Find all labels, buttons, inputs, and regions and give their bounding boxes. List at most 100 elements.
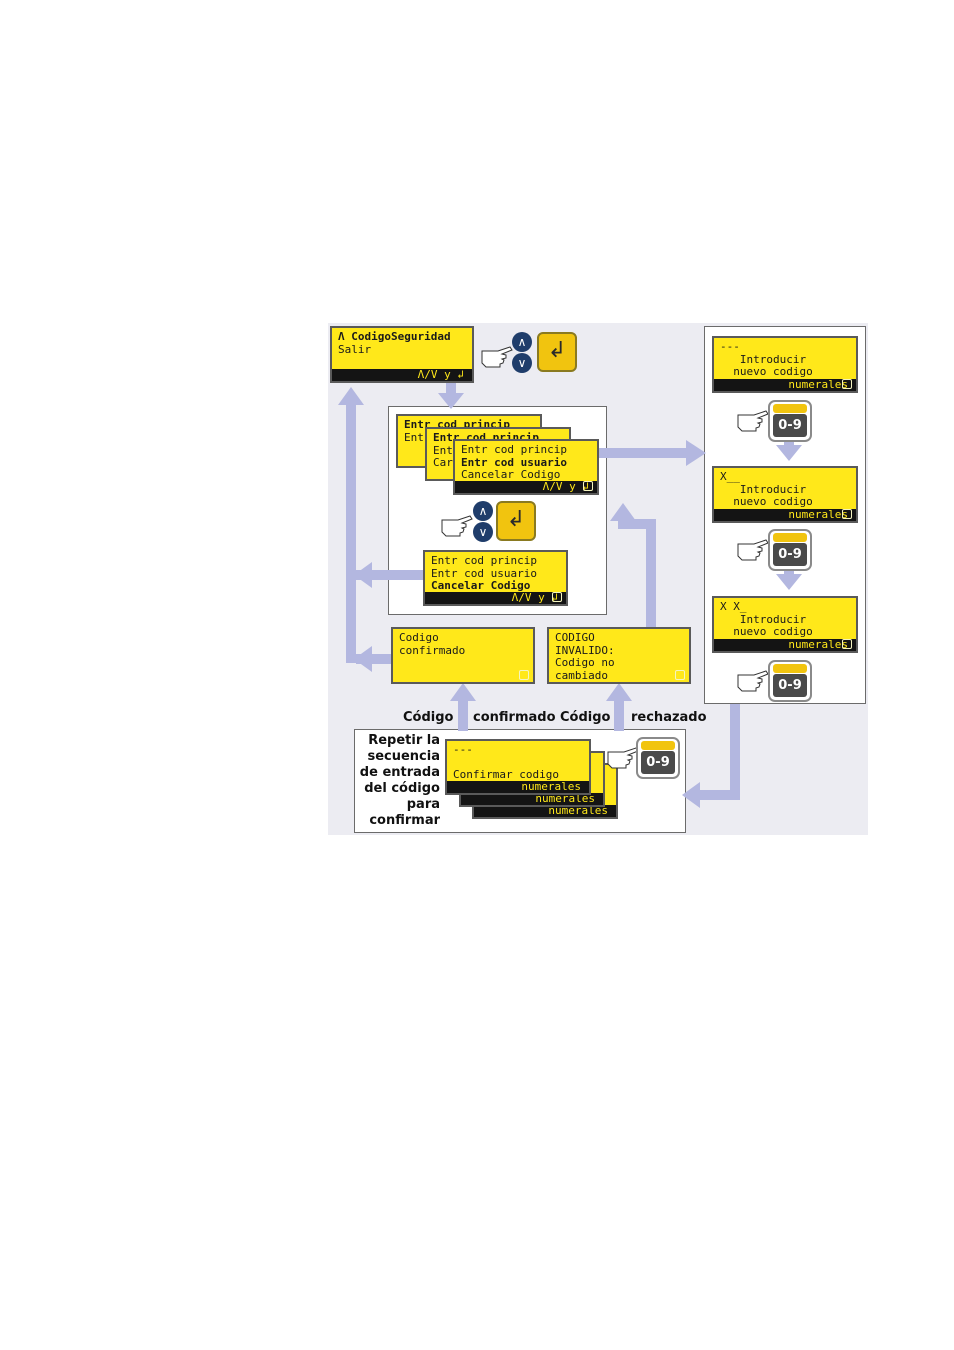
arrow-confirmed-up — [458, 699, 468, 731]
lcd-confirm-code: --- Confirmar codigo numerales — [445, 739, 591, 795]
arrow-to-left-from-cancel — [356, 570, 424, 580]
lcd-line: nuevo codigo — [720, 495, 813, 508]
lcd-corner-mark — [519, 670, 529, 680]
lcd-hint-bar: Λ/V y ↲ — [455, 481, 597, 493]
lcd-line: Car — [433, 456, 453, 469]
arrow-to-left-from-confirmed — [356, 654, 392, 664]
hand-pointer-icon — [441, 515, 473, 537]
numeric-key[interactable]: 0-9 — [768, 529, 812, 571]
numeric-key-label: 0-9 — [641, 751, 675, 774]
lcd-cancel-selected: Entr cod princip Entr cod usuario Cancel… — [423, 550, 568, 606]
arrowhead-left-confirmed — [354, 646, 372, 672]
lcd-security-menu: Λ CodigoSeguridad Salir Λ/V y ↲ — [330, 326, 474, 383]
repeat-line: Repetir la — [368, 733, 440, 748]
lcd-line: --- — [720, 340, 740, 353]
lcd-corner-mark — [552, 592, 562, 602]
arrowhead-up-invalid — [610, 503, 636, 521]
down-arrow-icon[interactable]: ∨ — [512, 353, 532, 373]
lcd-line: confirmado — [399, 643, 466, 657]
arrowhead-up-left — [338, 387, 364, 405]
lcd-line: Entr cod princip — [431, 554, 537, 567]
arrowhead-left-confirm — [682, 782, 700, 808]
lcd-line: X__ — [720, 470, 740, 483]
lcd-code-invalid: CODIGO INVALIDO: Codigo no cambiado — [547, 627, 691, 684]
enter-icon: ↲ — [547, 338, 567, 363]
hand-pointer-icon — [481, 346, 513, 368]
lcd-new-code-entry-1: --- Introducir nuevo codigo numerales — [712, 336, 858, 393]
hand-pointer-icon — [737, 670, 769, 692]
label-code: Código — [403, 710, 454, 725]
numeric-key-label: 0-9 — [773, 414, 807, 437]
arrow-left-vertical — [346, 405, 356, 663]
lcd-corner-mark — [842, 509, 852, 519]
lcd-corner-mark — [583, 481, 593, 491]
hand-pointer-icon — [737, 539, 769, 561]
lcd-line: Cancelar Codigo — [461, 468, 561, 481]
lcd-line: nuevo codigo — [720, 365, 813, 378]
enter-icon: ↲ — [506, 507, 526, 532]
lcd-hint-bar: numerales — [474, 805, 616, 817]
lcd-hint-bar: numerales — [714, 379, 856, 391]
lcd-line: Introducir — [720, 612, 807, 626]
repeat-line: del código — [364, 781, 440, 796]
lcd-line: Cancelar Codigo — [431, 579, 531, 592]
lcd-new-code-entry-2: X__ Introducir nuevo codigo numerales — [712, 466, 858, 523]
lcd-line: Ent — [433, 443, 453, 457]
arrowhead-right-new-code — [686, 440, 706, 466]
numeric-key-label: 0-9 — [773, 674, 807, 697]
arrowhead-down-menu — [438, 393, 464, 409]
numeric-key[interactable]: 0-9 — [768, 660, 812, 702]
numeric-key-top — [773, 533, 807, 542]
arrowhead-up-confirmed — [450, 683, 476, 701]
arrow-rejected-up — [614, 699, 624, 731]
numeric-key[interactable]: 0-9 — [636, 737, 680, 779]
up-down-keys[interactable]: ∧ ∨ — [512, 332, 534, 373]
numeric-key[interactable]: 0-9 — [768, 400, 812, 442]
lcd-hint-bar: Λ/V y ↲ — [332, 369, 472, 381]
numeric-key-top — [773, 404, 807, 413]
lcd-line: nuevo codigo — [720, 625, 813, 638]
lcd-hint-bar: numerales — [714, 509, 856, 521]
numeric-key-top — [773, 664, 807, 673]
arrowhead-entry-down-1 — [776, 445, 802, 461]
lcd-hint-bar: Λ/V y ↲ — [425, 592, 566, 604]
lcd-line: CODIGO — [555, 631, 595, 644]
lcd-line: Introducir — [720, 352, 807, 366]
numeric-key-top — [641, 741, 675, 750]
arrowhead-entry-down-2 — [776, 574, 802, 590]
lcd-corner-mark — [675, 670, 685, 680]
lcd-line: Entr cod usuario — [461, 455, 567, 469]
repeat-line: de entrada — [359, 765, 440, 780]
arrow-to-confirm-horizontal — [698, 790, 740, 800]
arrow-entry-down-1 — [784, 437, 794, 447]
lcd-line: cambiado — [555, 668, 608, 682]
lcd-hint-bar: numerales — [447, 781, 589, 793]
arrowhead-left-cancel — [354, 562, 372, 588]
lcd-line: Codigo — [399, 631, 439, 644]
enter-key[interactable]: ↲ — [496, 501, 536, 541]
lcd-line: Entr cod princip — [461, 443, 567, 456]
arrow-invalid-horizontal — [618, 519, 656, 529]
lcd-corner-mark — [842, 639, 852, 649]
lcd-line: Introducir — [720, 482, 807, 496]
lcd-line: --- — [453, 743, 473, 756]
up-arrow-icon[interactable]: ∧ — [473, 501, 493, 521]
hand-pointer-icon — [737, 410, 769, 432]
enter-key[interactable]: ↲ — [537, 332, 577, 372]
lcd-main-menu-front: Entr cod princip Entr cod usuario Cancel… — [453, 439, 599, 495]
security-code-diagram: Λ CodigoSeguridad Salir Λ/V y ↲ ∧ ∨ ↲ En… — [328, 323, 868, 835]
numeric-key-label: 0-9 — [773, 543, 807, 566]
up-arrow-icon[interactable]: ∧ — [512, 332, 532, 352]
lcd-code-confirmed: Codigo confirmado — [391, 627, 535, 684]
lcd-line: Confirmar codigo — [453, 768, 559, 781]
lcd-line: X X_ — [720, 600, 747, 613]
lcd-line: Salir — [338, 342, 372, 356]
up-down-keys[interactable]: ∧ ∨ — [473, 501, 495, 542]
arrow-entry-down-2 — [784, 566, 794, 576]
arrow-to-new-code — [598, 448, 688, 458]
label-confirmed-code: confirmado Código — [473, 710, 611, 725]
lcd-line: INVALIDO: — [555, 643, 615, 657]
repeat-instructions: Repetir la secuencia de entrada del códi… — [356, 733, 440, 829]
down-arrow-icon[interactable]: ∨ — [473, 522, 493, 542]
lcd-new-code-entry-3: X X_ Introducir nuevo codigo numerales — [712, 596, 858, 653]
